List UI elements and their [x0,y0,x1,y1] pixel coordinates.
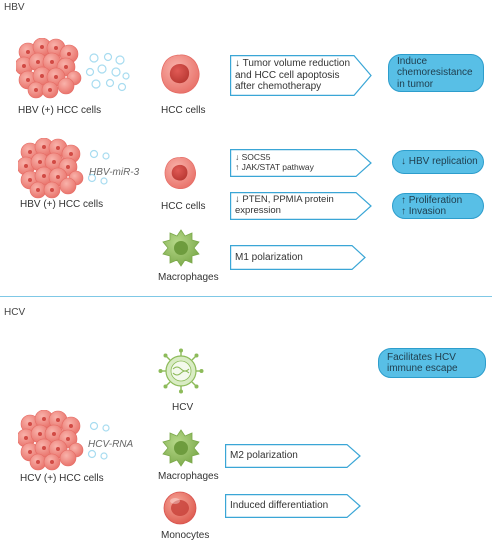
arrow-m2-polarization: M2 polarization [225,444,361,468]
hbv-mirna-particles-icon [87,149,110,185]
outcome-chemoresistance: Induce chemoresistance in tumor [388,54,484,92]
hcv-rna-particles-icon [87,421,110,460]
outcome-hcv-immune-escape: Facilitates HCV immune escape [378,348,486,378]
macrophages-label-1: Macrophages [158,272,219,283]
arrow-text-line: ↓ PTEN, PPMIA protein [235,194,334,206]
arrow-text-line: Induced differentiation [230,500,329,512]
hcc-cell-icon [161,54,200,94]
arrow-text-line: ↓ SOCS5 [235,152,271,163]
macrophages-label-2: Macrophages [158,471,219,482]
hcc-cell-icon-2 [164,157,196,189]
pill-text-line: in tumor [397,78,434,90]
arrow-m1-polarization: M1 polarization [230,245,366,270]
arrow-induced-differentiation: Induced differentiation [225,494,361,518]
pill-text-line: ↓ HBV replication [401,156,478,168]
outcome-hbv-replication: ↓ HBV replication [392,150,484,174]
hbv-hcc-cells-label-1: HBV (+) HCC cells [18,105,102,116]
arrow-text-line: M2 polarization [230,450,298,462]
outcome-proliferation-invasion: ↑ Proliferation ↑ Invasion [392,193,484,219]
hbv-hcc-cells-label-2: HBV (+) HCC cells [20,199,104,210]
pill-text-line: ↑ Proliferation [401,194,463,206]
section-divider [0,296,492,297]
hcc-cells-label-2: HCC cells [161,201,206,212]
macrophage-icon [162,229,200,267]
hcv-virus-icon [158,348,204,394]
monocyte-icon [163,491,197,525]
pill-text-line: Facilitates HCV [387,351,456,363]
hcv-label: HCV [172,402,194,413]
hcv-section-title: HCV [4,307,26,318]
arrow-text-line: M1 polarization [235,251,303,263]
hcv-rna-label: HCV-RNA [88,439,134,450]
monocytes-label: Monocytes [161,530,210,541]
hbv-mir3-label: HBV-miR-3 [89,167,140,178]
hbv-section-title: HBV [4,2,25,13]
hbv-hcc-cell-cluster-icon [16,38,82,99]
macrophage-icon-2 [162,429,200,467]
pill-text-line: ↑ Invasion [401,206,447,217]
hcv-hcc-cell-cluster-icon [18,410,84,471]
arrow-socs5-jak-stat: ↓ SOCS5 ↑ JAK/STAT pathway [230,149,372,177]
hcv-hcc-cells-label: HCV (+) HCC cells [20,473,104,484]
pill-text-line: immune escape [387,363,458,374]
pill-text-line: Induce [397,55,428,67]
hbv-hcc-cell-cluster-icon-2 [18,138,84,199]
hcc-cells-label-1: HCC cells [161,105,206,116]
arrow-pten-ppmia: ↓ PTEN, PPMIA protein expression [230,192,372,220]
pill-text-line: chemoresistance [397,67,473,79]
hbv-virus-particles-icon [85,52,130,92]
arrow-text-line: expression [235,205,281,216]
arrow-text-line: and HCC cell apoptosis [235,69,340,81]
arrow-tumor-reduction: ↓ Tumor volume reduction and HCC cell ap… [230,55,372,96]
arrow-text-line: after chemotherapy [235,81,322,93]
arrow-text-line: ↑ JAK/STAT pathway [235,162,314,172]
arrow-text-line: ↓ Tumor volume reduction [235,58,351,70]
